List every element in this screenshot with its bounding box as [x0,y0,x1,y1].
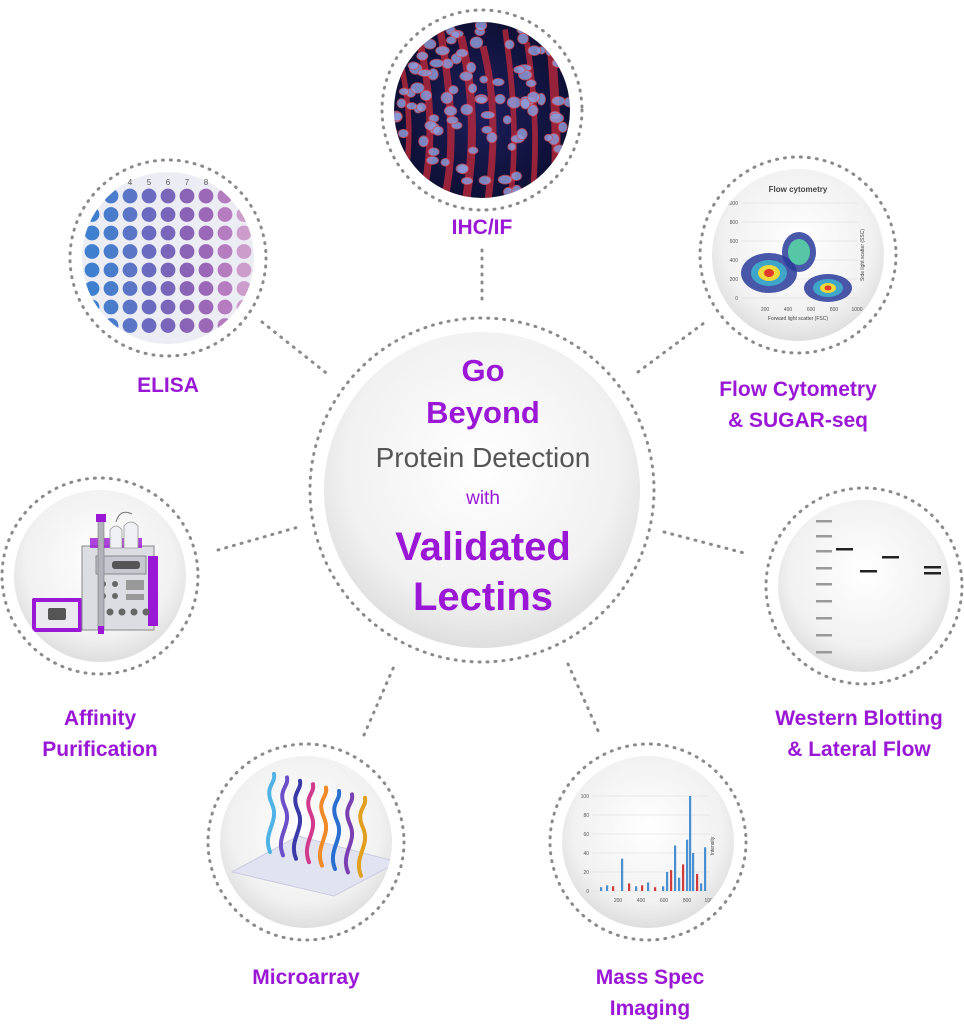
massspec-x-tick: 400 [637,898,646,904]
center-line-beyond: Beyond [426,395,540,430]
connector-affinity [216,524,304,552]
flow-x-tick: 600 [807,307,816,313]
western-label: Western Blotting & Lateral Flow [775,707,943,761]
connector-western [662,530,750,556]
affinity-node [0,476,200,676]
massspec-y-tick: 100 [581,794,590,800]
center-text: Go Beyond Protein Detection with Validat… [320,350,646,622]
center-line-protein-detection: Protein Detection [375,442,591,473]
flow-x-tick: 1000 [851,307,862,313]
massspec-x-tick: 600 [660,898,669,904]
connector-flow [636,318,710,374]
elisa-col-7: 7 [185,178,190,187]
flow-x-axis-label: Forward light scatter (FSC) [768,316,828,322]
massspec-x-tick: 200 [614,898,623,904]
elisa-plate-image [84,188,252,333]
flow-cluster-left [741,253,797,293]
flow-y-tick: 800 [730,220,739,226]
elisa-col-4: 4 [128,178,133,187]
flow-x-tick: 400 [784,307,793,313]
affinity-instrument-image [32,511,158,634]
flow-node: Flow cytometry 1000 800 600 400 200 0 200 400 60… [698,155,898,355]
massspec-x-tick: 1000 [704,898,715,904]
flow-y-axis-label: Side light scatter (SSC) [860,229,866,281]
ihc-label: IHC/IF [451,216,513,239]
elisa-label: ELISA [137,374,199,397]
flow-chart-title: Flow cytometry [769,185,828,194]
massspec-y-tick: 60 [583,832,589,838]
ihc-node [380,8,584,212]
massspec-x-tick: 800 [683,898,692,904]
flow-y-tick: 200 [730,277,739,283]
massspec-label: Mass Spec Imaging [595,966,705,1020]
flow-cluster-top [782,232,816,272]
elisa-col-8: 8 [204,178,209,187]
flow-y-tick: 400 [730,258,739,264]
center-node [308,316,656,664]
flow-y-tick: 600 [730,239,739,245]
flow-y-tick: 0 [735,296,738,302]
western-node [764,486,964,686]
elisa-node: 4 5 6 7 8 [68,158,268,358]
connector-massspec [566,662,602,737]
massspec-y-axis-label: Intensity [710,836,716,855]
flow-y-tick: 1000 [727,201,738,207]
massspec-y-tick: 20 [583,870,589,876]
affinity-label: Affinity Purification [42,707,158,761]
flow-x-tick: 200 [761,307,770,313]
flow-label: Flow Cytometry & SUGAR-seq [719,378,877,432]
elisa-col-6: 6 [166,178,171,187]
connector-elisa [260,320,332,378]
massspec-y-tick: 80 [583,813,589,819]
massspec-x-axis-label: m/z [708,900,716,905]
connector-microarray [362,662,397,737]
massspec-y-tick: 40 [583,851,589,857]
center-line-with: with [466,488,500,509]
microarray-node [206,742,406,942]
microarray-label: Microarray [252,966,360,989]
western-blot-image [816,520,941,654]
microarray-slide-image [230,772,392,897]
center-line-validated: Validated [395,525,571,569]
flow-x-tick: 800 [830,307,839,313]
elisa-col-5: 5 [147,178,152,187]
massspec-y-tick: 0 [586,889,589,895]
flow-cluster-right [804,274,852,302]
center-line-lectins: Lectins [412,575,554,619]
center-line-go: Go [461,353,505,388]
